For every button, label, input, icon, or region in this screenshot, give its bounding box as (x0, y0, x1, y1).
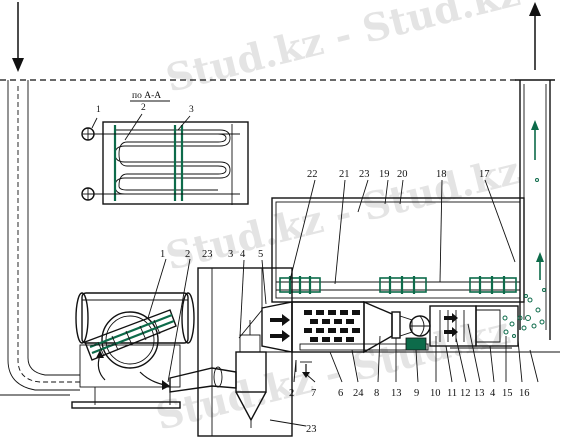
inset-valve-top-icon (81, 127, 95, 141)
bottom-label-8: 8 (374, 388, 379, 399)
chamber-label-18: 18 (436, 169, 447, 180)
bottom-label-4: 4 (490, 388, 496, 399)
exhaust-stack (515, 2, 555, 340)
left-label-1: 1 (160, 249, 165, 260)
left-label-5: 5 (258, 249, 263, 260)
watermark-text-top: Stud.kz - Stud.kz (161, 0, 524, 101)
bottom-label-24: 24 (353, 388, 364, 399)
bottom-label-6: 6 (338, 388, 343, 399)
chamber-heater-coils (279, 276, 517, 294)
stack-flow-arrow-lower-icon (536, 252, 544, 280)
chamber-label-21: 21 (339, 169, 350, 180)
left-label-3: 3 (228, 249, 233, 260)
heater-train (261, 300, 527, 378)
stack-flow-arrow-icon (531, 120, 539, 160)
inset-title: по А-А (132, 91, 161, 101)
inset-label-3: 3 (189, 105, 194, 115)
chamber-label-23: 23 (359, 169, 370, 180)
drum-flow-arrow-icon (96, 350, 106, 381)
burner-particles (502, 315, 527, 338)
bottom-label-15: 15 (502, 388, 513, 399)
bottom-label-13a: 13 (391, 388, 402, 399)
heater-tubes (439, 310, 465, 342)
bottom-label-16: 16 (519, 388, 530, 399)
bottom-label-13b: 13 (474, 388, 485, 399)
intake-arrow-icon (12, 2, 24, 72)
bottom-label-12: 12 (460, 388, 471, 399)
drum-tube-bundle (84, 309, 177, 361)
bottom-label-2: 2 (289, 388, 294, 399)
watermark-text-bottom: Stud.kz - Stud.kz (151, 307, 514, 438)
inset-label-2: 2 (141, 103, 146, 113)
drum-dryer (71, 292, 195, 409)
left-labels: 1 2 23 3 5 (147, 249, 267, 383)
watermark: Stud.kz - Stud.kz Stud.kz - Stud.kz Stud… (151, 0, 524, 439)
heater-grid (304, 310, 360, 342)
inlet-arrows-icon (270, 314, 290, 342)
inset-coil (114, 129, 231, 195)
mid-label-4: 4 (240, 249, 246, 260)
chamber-label-19: 19 (379, 169, 390, 180)
bottom-label-9: 9 (414, 388, 419, 399)
bottom-label-11: 11 (447, 388, 457, 399)
left-label-2: 2 (185, 249, 190, 260)
stack-particles (524, 178, 546, 329)
inset-valve-bottom-icon (81, 187, 95, 201)
drum-discharge-arrow-icon (139, 371, 170, 390)
exhaust-arrow-icon (529, 2, 541, 70)
bottom-label-23: 23 (306, 424, 317, 435)
inset-section-view: по А-А 1 2 3 (81, 91, 249, 205)
bottom-labels: 2 7 6 24 8 13 9 10 11 12 13 4 15 16 23 (269, 323, 539, 435)
bottom-label-10: 10 (430, 388, 441, 399)
intake-pipe (0, 80, 80, 396)
chamber-label-22: 22 (307, 169, 318, 180)
chamber-label-17: 17 (479, 169, 490, 180)
left-label-23: 23 (202, 249, 213, 260)
inset-label-1: 1 (96, 105, 101, 115)
watermark-text-middle: Stud.kz - Stud.kz (161, 147, 524, 278)
bottom-label-7: 7 (311, 388, 316, 399)
chamber-label-20: 20 (397, 169, 408, 180)
cyclone-inlet-duct (169, 366, 237, 393)
